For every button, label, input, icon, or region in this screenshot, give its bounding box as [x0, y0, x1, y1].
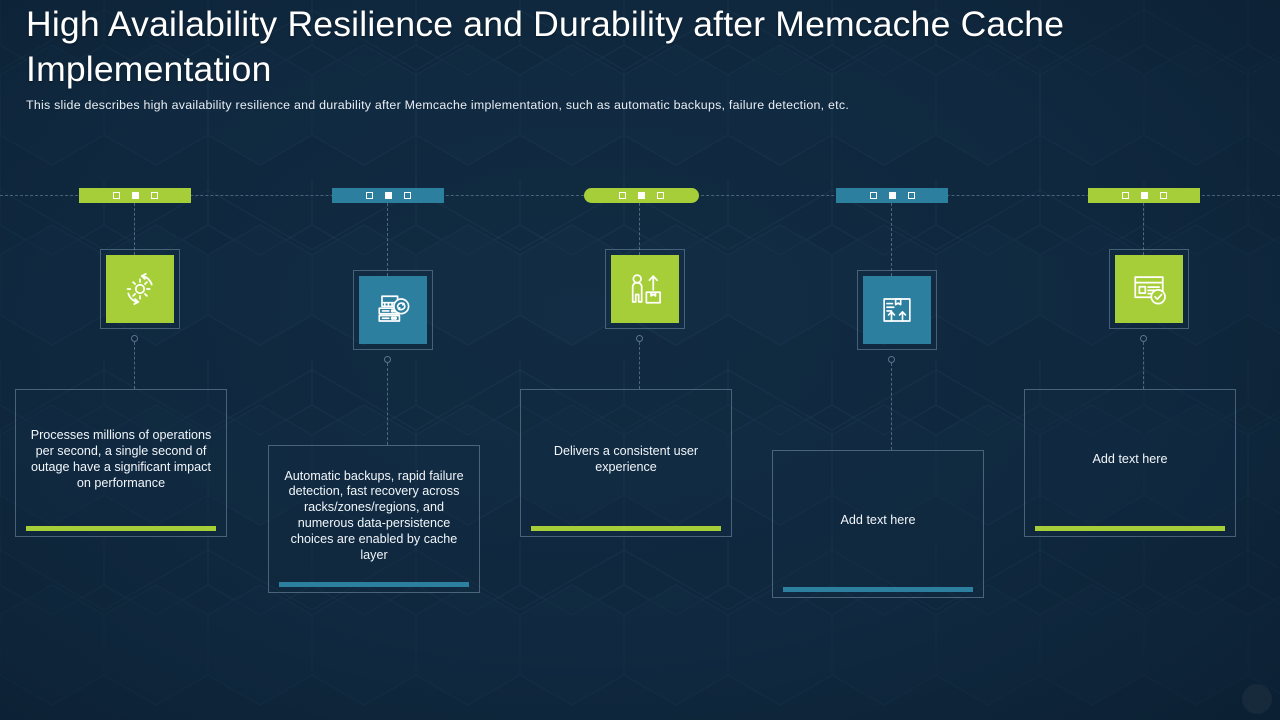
marker-square-outline-icon	[619, 192, 626, 199]
marker-square-outline-icon	[365, 192, 373, 199]
connector-stem-5	[1143, 203, 1144, 255]
connector-stem-lower-5	[1143, 342, 1144, 389]
step-marker-5[interactable]	[1088, 188, 1200, 203]
corner-orb-decoration	[1242, 684, 1272, 714]
connector-stem-lower-4	[891, 363, 892, 450]
step-icon-1[interactable]	[100, 249, 180, 329]
marker-square-filled-icon	[131, 192, 139, 199]
connector-node-4	[888, 356, 895, 363]
card-accent-bar-4	[783, 587, 973, 592]
marker-square-filled-icon	[384, 192, 392, 199]
step-icon-2[interactable]	[353, 270, 433, 350]
step-card-3[interactable]: Delivers a consistent user experience	[520, 389, 732, 537]
step-marker-3[interactable]	[584, 188, 699, 203]
marker-square-outline-icon	[907, 192, 915, 199]
connector-node-2	[384, 356, 391, 363]
step-marker-1[interactable]	[79, 188, 191, 203]
marker-square-outline-icon	[657, 192, 664, 199]
step-icon-5[interactable]	[1109, 249, 1189, 329]
connector-stem-2	[387, 203, 388, 276]
step-card-2[interactable]: Automatic backups, rapid failure detecti…	[268, 445, 480, 593]
marker-square-filled-icon	[638, 192, 645, 199]
connector-stem-lower-2	[387, 363, 388, 445]
connector-stem-lower-3	[639, 342, 640, 389]
marker-square-outline-icon	[403, 192, 411, 199]
marker-square-filled-icon	[1140, 192, 1148, 199]
timeline-step-1[interactable]: Processes millions of operations per sec…	[5, 0, 265, 720]
card-accent-bar-1	[26, 526, 216, 531]
marker-square-outline-icon	[869, 192, 877, 199]
connector-node-1	[131, 335, 138, 342]
server-backup-icon	[378, 295, 410, 322]
step-card-text-5: Add text here	[1092, 452, 1168, 467]
step-card-4[interactable]: Add text here	[772, 450, 984, 598]
timeline-step-5[interactable]: Add text here	[1014, 0, 1274, 720]
card-accent-bar-2	[279, 582, 469, 587]
step-card-5[interactable]: Add text here	[1024, 389, 1236, 537]
card-accent-bar-5	[1035, 526, 1225, 531]
step-marker-4[interactable]	[836, 188, 948, 203]
marker-square-outline-icon	[1121, 192, 1129, 199]
marker-square-outline-icon	[1159, 192, 1167, 199]
connector-stem-4	[891, 203, 892, 276]
step-card-text-3: Delivers a consistent user experience	[553, 444, 699, 474]
connector-stem-3	[639, 203, 640, 255]
step-icon-4[interactable]	[857, 270, 937, 350]
marker-square-filled-icon	[888, 192, 896, 199]
connector-stem-1	[134, 203, 135, 255]
package-arrows-up-icon	[883, 298, 911, 322]
timeline-step-4[interactable]: Add text here	[762, 0, 1022, 720]
marker-square-outline-icon	[112, 192, 120, 199]
card-accent-bar-3	[531, 526, 721, 531]
step-card-text-2: Automatic backups, rapid failure detecti…	[284, 468, 464, 562]
step-marker-2[interactable]	[332, 188, 444, 203]
connector-stem-lower-1	[134, 342, 135, 389]
timeline-step-3[interactable]: Delivers a consistent user experience	[510, 0, 770, 720]
connector-node-5	[1140, 335, 1147, 342]
marker-square-outline-icon	[150, 192, 158, 199]
connector-node-3	[636, 335, 643, 342]
document-check-icon	[1134, 276, 1166, 305]
timeline-step-2[interactable]: Automatic backups, rapid failure detecti…	[258, 0, 518, 720]
step-icon-3[interactable]	[605, 249, 685, 329]
step-card-text-1: Processes millions of operations per sec…	[30, 428, 212, 490]
step-card-text-4: Add text here	[840, 513, 916, 528]
gear-refresh-icon	[126, 273, 153, 305]
step-card-1[interactable]: Processes millions of operations per sec…	[15, 389, 227, 537]
person-box-upload-icon	[631, 274, 661, 304]
